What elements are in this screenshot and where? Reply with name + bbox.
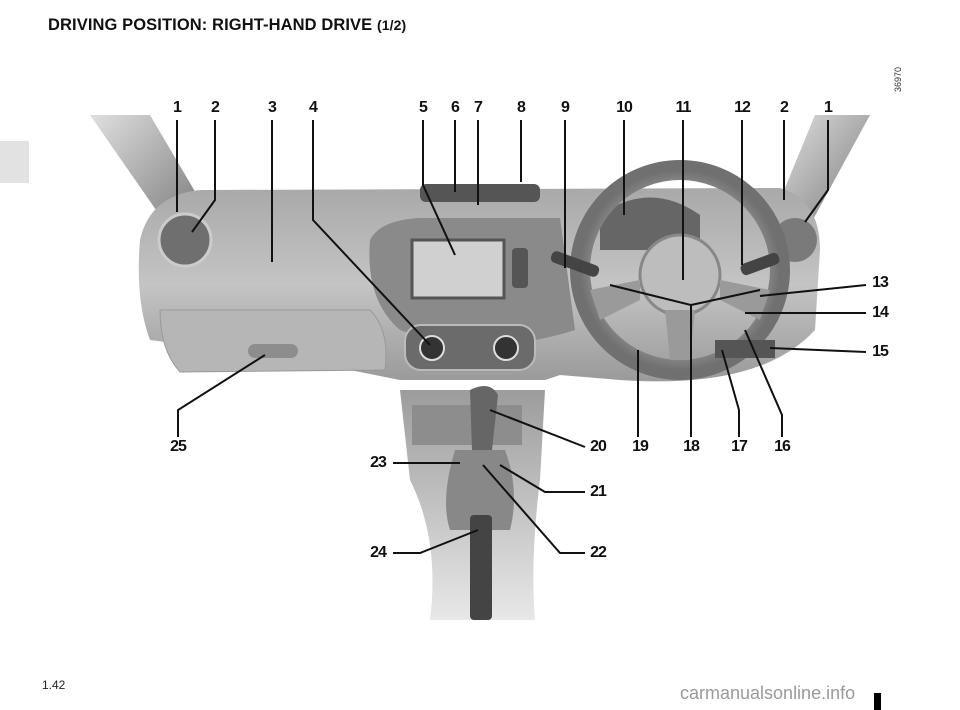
page-number: 1.42 [42, 678, 66, 692]
title-text: DRIVING POSITION: RIGHT-HAND DRIVE [48, 16, 373, 34]
watermark: carmanualsonline.info [680, 683, 856, 703]
callout-13: 13 [872, 274, 889, 291]
callout-1-left: 1 [173, 99, 182, 116]
callout-14: 14 [872, 304, 889, 321]
callout-19: 19 [632, 438, 649, 455]
gear-boot [446, 450, 514, 530]
glovebox-handle [248, 344, 298, 358]
glovebox [159, 309, 387, 373]
callout-7: 7 [474, 99, 483, 116]
callout-24: 24 [370, 544, 387, 561]
handbrake [470, 515, 492, 620]
left-air-vent [157, 212, 213, 268]
left-stalk [550, 251, 600, 277]
callout-2-left: 2 [211, 99, 220, 116]
callout-20: 20 [590, 438, 607, 455]
callout-25: 25 [170, 438, 187, 455]
callout-22: 22 [590, 544, 607, 561]
callout-18: 18 [683, 438, 700, 455]
callout-11: 11 [675, 99, 692, 116]
leader-lines [176, 120, 867, 554]
screen-buttons [512, 248, 528, 288]
steering-wheel [570, 160, 790, 380]
page-title: DRIVING POSITION: RIGHT-HAND DRIVE (1/2) [48, 16, 406, 35]
callout-21: 21 [590, 483, 607, 500]
callout-6: 6 [451, 99, 460, 116]
callout-3: 3 [268, 99, 277, 116]
callout-4: 4 [309, 99, 318, 116]
callout-8: 8 [517, 99, 526, 116]
section-tab [0, 141, 29, 183]
callout-1-right: 1 [824, 99, 833, 116]
callout-10: 10 [616, 99, 633, 116]
title-part: (1/2) [376, 17, 407, 33]
top-vents [420, 184, 540, 202]
gear-lever [470, 386, 498, 450]
page-edge-marker [874, 693, 881, 710]
callout-2-right: 2 [780, 99, 789, 116]
right-stalk [740, 252, 780, 276]
multimedia-screen [410, 238, 506, 300]
climate-dial-right [493, 335, 519, 361]
callout-17: 17 [731, 438, 748, 455]
callout-12: 12 [734, 99, 751, 116]
right-pillar [780, 115, 870, 225]
callout-9: 9 [561, 99, 570, 116]
callout-16: 16 [774, 438, 791, 455]
storage-tray [412, 405, 522, 445]
callout-5: 5 [419, 99, 428, 116]
callout-23: 23 [370, 454, 387, 471]
switch-panel [715, 340, 775, 358]
callout-15: 15 [872, 343, 889, 360]
